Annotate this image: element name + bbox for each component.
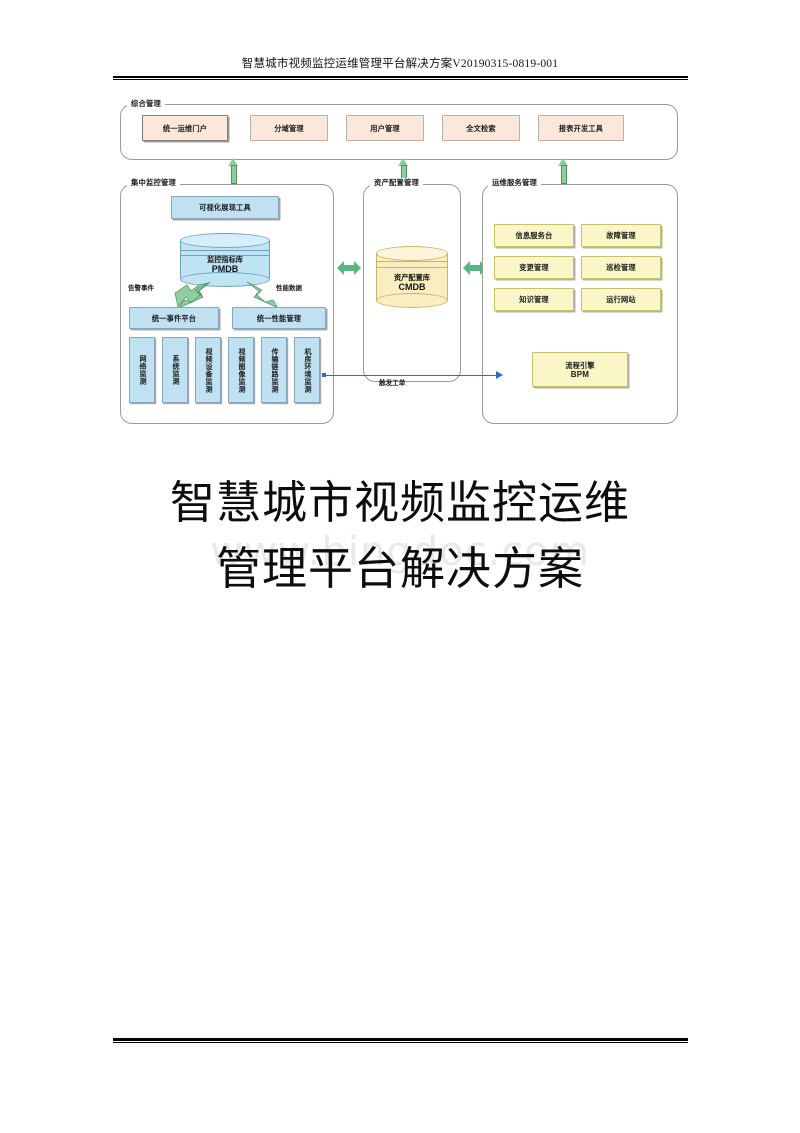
box-user-management-label: 用户管理 xyxy=(370,123,400,133)
group-ops-service-management-label: 运维服务管理 xyxy=(488,178,541,187)
connector-trigger-workorder xyxy=(322,371,503,379)
box-fault-management-label: 故障管理 xyxy=(606,231,636,240)
cylinder-pmdb-abbr: PMDB xyxy=(211,263,239,274)
box-knowledge-management[interactable]: 知识管理 xyxy=(494,288,574,311)
group-centralized-monitoring-label: 集中监控管理 xyxy=(127,178,180,187)
box-unified-event-platform-label: 统一事件平台 xyxy=(151,313,197,323)
footer-divider xyxy=(113,1038,688,1043)
cylinder-cmdb-name: 资产配置库 xyxy=(394,273,430,282)
box-probe-transmission-link[interactable]: 传输链路监测 xyxy=(261,337,287,403)
box-unified-performance-management-label: 统一性能管理 xyxy=(256,313,302,323)
group-asset-configuration-label: 资产配置管理 xyxy=(370,178,423,187)
document-header: 智慧城市视频监控运维管理平台解决方案V20190315-0819-001 xyxy=(0,0,800,71)
cylinder-pmdb: 监控指标库 PMDB xyxy=(180,233,270,287)
box-service-desk[interactable]: 信息服务台 xyxy=(494,224,574,247)
box-knowledge-management-label: 知识管理 xyxy=(519,295,549,304)
box-visualization-tool-label: 可视化展现工具 xyxy=(199,203,251,212)
box-change-management-label: 变更管理 xyxy=(519,263,549,272)
box-probe-system-label: 系统监测 xyxy=(172,355,179,385)
cylinder-cmdb: 资产配置库 CMDB xyxy=(376,246,448,308)
box-change-management[interactable]: 变更管理 xyxy=(494,256,574,279)
box-process-engine-abbr: BPM xyxy=(570,369,590,379)
box-probe-system[interactable]: 系统监测 xyxy=(162,337,188,403)
box-operation-site-label: 运行网站 xyxy=(606,295,636,304)
box-probe-transmission-link-label: 传输链路监测 xyxy=(271,347,278,393)
box-process-engine-bpm[interactable]: 流程引擎 BPM xyxy=(532,352,628,387)
box-visualization-tool[interactable]: 可视化展现工具 xyxy=(171,196,279,219)
label-performance-data: 性能数据 xyxy=(276,285,302,292)
box-user-management[interactable]: 用户管理 xyxy=(346,115,424,141)
box-unified-performance-management[interactable]: 统一性能管理 xyxy=(232,307,326,329)
header-title: 智慧城市视频监控运维管理平台解决方案V20190315-0819-001 xyxy=(241,58,559,70)
box-report-dev-tool[interactable]: 报表开发工具 xyxy=(538,115,624,141)
cylinder-cmdb-abbr: CMDB xyxy=(398,281,426,292)
box-unified-event-platform[interactable]: 统一事件平台 xyxy=(129,307,219,329)
document-title: 智慧城市视频监控运维 管理平台解决方案 xyxy=(0,470,800,602)
box-unified-portal-label: 统一运维门户 xyxy=(162,123,208,133)
box-inspection-management-label: 巡检管理 xyxy=(606,263,636,272)
box-probe-network[interactable]: 网络监测 xyxy=(129,337,155,403)
box-domain-management-label: 分域管理 xyxy=(274,123,304,133)
cylinder-pmdb-name: 监控指标库 xyxy=(207,255,243,264)
arrow-up-service-to-integrated xyxy=(558,158,569,184)
box-probe-room-environment[interactable]: 机房环境监测 xyxy=(294,337,320,403)
box-probe-room-environment-label: 机房环境监测 xyxy=(304,347,311,393)
box-unified-portal[interactable]: 统一运维门户 xyxy=(142,115,228,141)
arrow-performance-data-to-pmdb xyxy=(246,281,284,309)
box-process-engine-name: 流程引擎 xyxy=(565,360,595,370)
box-inspection-management[interactable]: 巡检管理 xyxy=(581,256,661,279)
box-probe-video-image-label: 视频图像监测 xyxy=(238,347,245,393)
arrow-monitoring-asset-link xyxy=(337,261,361,275)
box-fault-management[interactable]: 故障管理 xyxy=(581,224,661,247)
box-probe-video-image[interactable]: 视频图像监测 xyxy=(228,337,254,403)
box-report-dev-tool-label: 报表开发工具 xyxy=(558,123,604,133)
document-title-line1: 智慧城市视频监控运维 xyxy=(169,476,630,529)
architecture-diagram: 综合管理 统一运维门户 分域管理 用户管理 全文检索 报表开发工具 集中监控管理… xyxy=(118,92,683,437)
box-probe-video-device-label: 视频设备监测 xyxy=(205,347,212,393)
connector-trigger-workorder-label: 触发工单 xyxy=(379,380,406,387)
box-domain-management[interactable]: 分域管理 xyxy=(250,115,328,141)
box-fulltext-search-label: 全文检索 xyxy=(466,123,496,133)
box-probe-video-device[interactable]: 视频设备监测 xyxy=(195,337,221,403)
arrow-alarm-event-to-pmdb xyxy=(173,281,211,309)
box-probe-network-label: 网络监测 xyxy=(139,355,146,385)
header-divider xyxy=(113,76,688,80)
group-integrated-management-label: 综合管理 xyxy=(127,99,165,108)
box-fulltext-search[interactable]: 全文检索 xyxy=(442,115,520,141)
arrow-up-monitoring-to-integrated xyxy=(228,158,239,184)
box-service-desk-label: 信息服务台 xyxy=(515,231,553,240)
document-title-line2: 管理平台解决方案 xyxy=(215,542,584,595)
label-alarm-event: 告警事件 xyxy=(128,285,154,292)
box-operation-site[interactable]: 运行网站 xyxy=(581,288,661,311)
